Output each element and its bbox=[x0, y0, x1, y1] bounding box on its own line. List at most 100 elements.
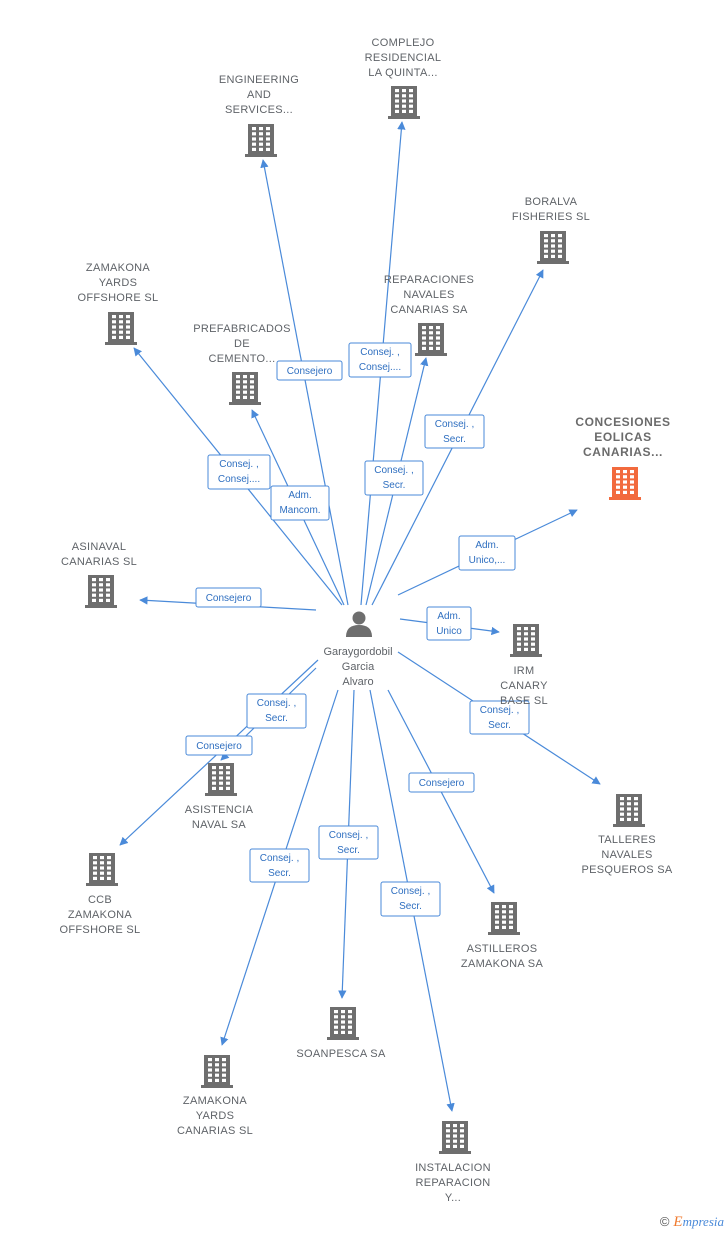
edge-label-box bbox=[380, 881, 441, 917]
company-name-line: ASINAVAL bbox=[72, 541, 127, 553]
company-name-line: YARDS bbox=[196, 1110, 235, 1122]
company-name-line: ZAMAKONA bbox=[183, 1095, 247, 1107]
edge-label-text: Consej. , bbox=[329, 830, 368, 841]
edge-label-talleres[interactable]: Consej. ,Secr. bbox=[469, 700, 530, 735]
edge-label-box bbox=[207, 454, 271, 490]
company-name-line: PREFABRICADOS bbox=[193, 323, 290, 335]
company-name-line: RESIDENCIAL bbox=[365, 52, 442, 64]
building-icon bbox=[85, 575, 117, 608]
company-name-line: ZAMAKONA SA bbox=[461, 958, 544, 970]
edge-label-text: Consej.... bbox=[218, 474, 260, 485]
edge-label-text: Consej. , bbox=[257, 698, 296, 709]
brand-rest: mpresia bbox=[682, 1214, 724, 1229]
edge-label-asistencia[interactable]: Consej. ,Secr. bbox=[246, 693, 307, 729]
edge-line-engineering bbox=[260, 159, 349, 606]
company-node-concesiones[interactable]: CONCESIONESEOLICASCANARIAS... bbox=[575, 415, 670, 500]
company-name-line: REPARACION bbox=[416, 1177, 491, 1189]
empresia-watermark: ©Empresia bbox=[660, 1214, 724, 1231]
edge-label-irm[interactable]: Adm.Unico bbox=[426, 606, 472, 641]
building-icon bbox=[245, 124, 277, 157]
edge-label-box bbox=[195, 587, 262, 608]
edge-label-text: Adm. bbox=[475, 540, 498, 551]
copyright-symbol: © bbox=[659, 1214, 670, 1229]
edge-label-instalacion[interactable]: Consej. ,Secr. bbox=[380, 881, 441, 917]
edge-label-text: Consej.... bbox=[359, 362, 401, 373]
edge-label-complejo[interactable]: Consej. ,Consej.... bbox=[348, 342, 412, 378]
company-name-line: CEMENTO... bbox=[209, 353, 276, 365]
company-node-soanpesca[interactable]: SOANPESCA SA bbox=[296, 1007, 386, 1060]
building-icon bbox=[229, 372, 261, 405]
building-icon bbox=[201, 1055, 233, 1088]
edge-label-text: Consejero bbox=[287, 366, 333, 377]
edge-label-text: Consej. , bbox=[435, 419, 474, 430]
edge-label-text: Consejero bbox=[206, 593, 252, 604]
edge-label-box bbox=[185, 735, 253, 756]
company-name-line: FISHERIES SL bbox=[512, 211, 590, 223]
edge-label-box bbox=[249, 848, 310, 883]
company-name-line: IRM bbox=[513, 665, 534, 677]
edge-label-box bbox=[270, 485, 330, 521]
company-node-engineering[interactable]: ENGINEERINGANDSERVICES... bbox=[219, 74, 299, 157]
edge-label-box bbox=[364, 460, 424, 496]
edge-label-text: Unico bbox=[436, 626, 462, 637]
edge-label-ccb[interactable]: Consejero bbox=[185, 735, 253, 756]
company-name-line: OFFSHORE SL bbox=[78, 292, 159, 304]
edge-label-box bbox=[408, 772, 475, 793]
edge-label-text: Unico,... bbox=[469, 555, 506, 566]
edge-label-soanpesca[interactable]: Consej. , Secr. bbox=[318, 825, 379, 860]
edge-label-asinaval[interactable]: Consejero bbox=[195, 587, 262, 608]
edge-label-text: Secr. bbox=[268, 868, 291, 879]
edge-label-zamakona-canarias[interactable]: Consej. , Secr. bbox=[249, 848, 310, 883]
edge-label-text: Consej. , bbox=[480, 705, 519, 716]
edge-label-prefabricados[interactable]: Adm.Mancom. bbox=[270, 485, 330, 521]
edge-label-text: Consej. , bbox=[260, 853, 299, 864]
center-name-line-1: Garaygordobil bbox=[323, 646, 392, 658]
company-name-line: INSTALACION bbox=[415, 1162, 491, 1174]
edge-label-zamakona-offshore[interactable]: Consej. ,Consej.... bbox=[207, 454, 271, 490]
edge-label-box bbox=[458, 535, 516, 571]
edge-label-text: Secr. bbox=[337, 845, 360, 856]
building-icon bbox=[537, 231, 569, 264]
edge-label-box bbox=[276, 360, 343, 381]
edge-label-reparaciones[interactable]: Consej. ,Secr. bbox=[364, 460, 424, 496]
company-name-line: DE bbox=[234, 338, 250, 350]
company-name-line: NAVAL SA bbox=[192, 819, 247, 831]
building-icon bbox=[488, 902, 520, 935]
building-icon bbox=[613, 794, 645, 827]
company-name-line: COMPLEJO bbox=[372, 37, 435, 49]
edge-label-box bbox=[424, 414, 485, 449]
edge-label-engineering[interactable]: Consejero bbox=[276, 360, 343, 381]
company-node-instalacion[interactable]: INSTALACIONREPARACIONY... bbox=[415, 1121, 491, 1204]
company-name-line: AND bbox=[247, 89, 271, 101]
building-icon bbox=[510, 624, 542, 657]
company-name-line: CANARIAS SA bbox=[390, 304, 468, 316]
edge-label-boralva[interactable]: Consej. ,Secr. bbox=[424, 414, 485, 449]
edge-label-astilleros[interactable]: Consejero bbox=[408, 772, 475, 793]
edge-label-box bbox=[246, 693, 307, 729]
edge-label-box bbox=[348, 342, 412, 378]
company-name-line: YARDS bbox=[99, 277, 138, 289]
company-node-irm[interactable]: IRM CANARY BASE SL bbox=[500, 624, 548, 707]
building-icon bbox=[388, 86, 420, 119]
center-person[interactable]: Garaygordobil Garcia Alvaro bbox=[323, 611, 393, 689]
company-node-prefabricados[interactable]: PREFABRICADOS DE CEMENTO... bbox=[193, 323, 290, 405]
company-name-line: CCB bbox=[88, 894, 112, 906]
company-name-line: CANARY bbox=[500, 680, 548, 692]
company-name-line: SERVICES... bbox=[225, 104, 293, 116]
edge-label-text: Mancom. bbox=[279, 505, 320, 516]
center-name-line-2: Garcia bbox=[342, 661, 375, 673]
edge-label-concesiones[interactable]: Adm. Unico,... bbox=[458, 535, 516, 571]
company-name-line: BASE SL bbox=[500, 695, 548, 707]
